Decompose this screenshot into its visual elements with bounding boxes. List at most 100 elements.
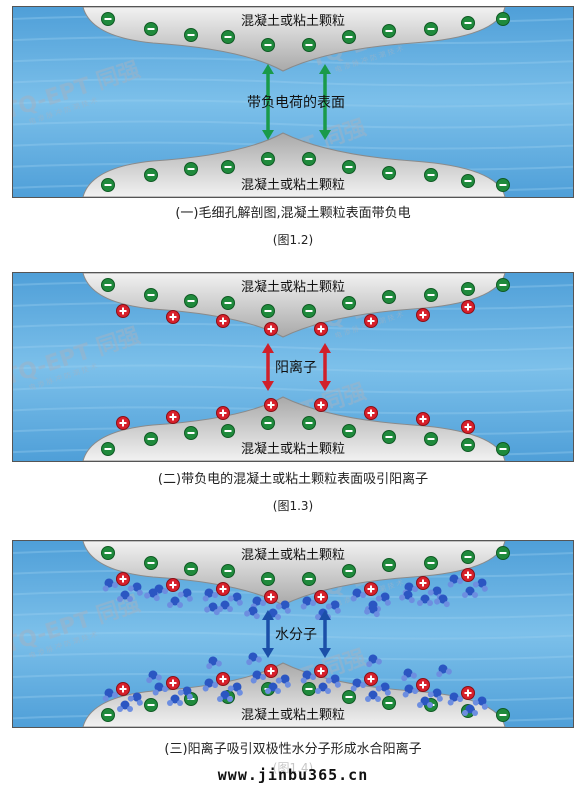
water-molecule-icon [250, 670, 267, 684]
center-label: 水分子 [275, 627, 317, 643]
negative-charge-icon [261, 416, 275, 430]
negative-charge-icon [496, 708, 510, 722]
water-molecule-icon [202, 678, 219, 692]
negative-charge-icon [144, 432, 158, 446]
negative-charge-icon [382, 430, 396, 444]
water-molecule-icon [462, 704, 478, 716]
figure-number-3: (图1.4) [272, 761, 314, 775]
capillary-diagram-1: TQ-EPT 同强电 渗 脉 冲 防 潮 技 术TQ-EPT 同强电 渗 脉 冲… [13, 7, 573, 197]
caption-3: (三)阳离子吸引双极性水分子形成水合阳离子 [164, 742, 422, 757]
water-molecule-icon [315, 682, 331, 694]
negative-charge-icon [184, 562, 198, 576]
positive-ion-icon [166, 310, 180, 324]
negative-charge-icon [342, 690, 356, 704]
water-molecule-icon [227, 592, 243, 606]
negative-charge-icon [221, 30, 235, 44]
negative-charge-icon [261, 38, 275, 52]
positive-ion-icon [461, 300, 475, 314]
water-molecule-icon [127, 692, 143, 706]
water-molecule-icon [177, 588, 193, 602]
positive-ion-icon [314, 322, 328, 336]
water-molecule-icon [244, 606, 260, 620]
capillary-diagram-2: TQ-EPT 同强电 渗 脉 冲 防 潮 技 术TQ-EPT 同强电 渗 脉 冲… [13, 273, 573, 461]
clay-label-top: 混凝土或粘土颗粒 [241, 547, 345, 563]
water-molecule-icon [365, 690, 381, 702]
positive-ion-icon [116, 682, 130, 696]
water-molecule-icon [399, 590, 415, 604]
negative-charge-icon [342, 564, 356, 578]
water-molecule-icon [265, 682, 281, 694]
clay-label-bottom: 混凝土或粘土颗粒 [241, 441, 345, 457]
water-molecule-icon [402, 684, 419, 698]
negative-charge-icon [342, 30, 356, 44]
positive-ion-icon [416, 576, 430, 590]
positive-ion-icon [264, 322, 278, 336]
negative-charge-icon [302, 152, 316, 166]
water-molecule-icon [117, 590, 133, 602]
negative-charge-icon [382, 166, 396, 180]
negative-charge-icon [184, 162, 198, 176]
caption-2: (二)带负电的混凝土或粘土颗粒表面吸引阳离子 [157, 472, 429, 487]
negative-charge-icon [144, 22, 158, 36]
positive-ion-icon [314, 398, 328, 412]
water-molecule-icon [167, 596, 183, 608]
negative-charge-icon [496, 442, 510, 456]
water-molecule-icon [447, 574, 464, 588]
water-ripple [13, 611, 573, 619]
negative-charge-icon [342, 160, 356, 174]
center-label: 阳离子 [275, 359, 317, 376]
clay-label-top: 混凝土或粘土颗粒 [241, 279, 345, 295]
water-molecule-icon [204, 602, 220, 616]
negative-charge-icon [261, 572, 275, 586]
negative-charge-icon [382, 696, 396, 710]
site-url-footer: www.jinbu365.cn [217, 766, 369, 784]
clay-label-bottom: 混凝土或粘土颗粒 [241, 177, 345, 193]
water-molecule-icon [217, 690, 233, 702]
clay-particle-bottom [82, 132, 506, 197]
diagram-panel-3: TQ-EPT 同强电 渗 脉 冲 防 潮 技 术TQ-EPT 同强电 渗 脉 冲… [12, 540, 574, 728]
double-arrow-icon [319, 610, 331, 658]
water-ripple [13, 631, 573, 640]
clay-label-top: 混凝土或粘土颗粒 [241, 13, 345, 29]
negative-charge-icon [101, 278, 115, 292]
negative-charge-icon [302, 38, 316, 52]
water-molecule-icon [325, 600, 341, 614]
water-molecule-icon [472, 578, 488, 592]
negative-charge-icon [144, 556, 158, 570]
negative-charge-icon [424, 288, 438, 302]
water-ripple [13, 652, 573, 661]
positive-ion-icon [216, 314, 230, 328]
water-molecule-icon [375, 682, 391, 696]
negative-charge-icon [184, 426, 198, 440]
water-ripple [13, 364, 573, 373]
negative-charge-icon [302, 572, 316, 586]
positive-ion-icon [416, 412, 430, 426]
negative-charge-icon [424, 22, 438, 36]
negative-charge-icon [424, 556, 438, 570]
negative-charge-icon [496, 278, 510, 292]
positive-ion-icon [216, 672, 230, 686]
negative-charge-icon [424, 168, 438, 182]
water-molecule-icon [146, 670, 162, 684]
capillary-diagram-3: TQ-EPT 同强电 渗 脉 冲 防 潮 技 术TQ-EPT 同强电 渗 脉 冲… [13, 541, 573, 727]
double-arrow-icon [262, 610, 274, 658]
water-molecule-icon [350, 678, 367, 692]
clay-particle-top [82, 7, 506, 72]
positive-ion-icon [364, 406, 378, 420]
positive-ion-icon [461, 686, 475, 700]
negative-charge-icon [461, 282, 475, 296]
positive-ion-icon [116, 416, 130, 430]
negative-charge-icon [496, 12, 510, 26]
negative-charge-icon [144, 288, 158, 302]
positive-ion-icon [364, 314, 378, 328]
positive-ion-icon [166, 676, 180, 690]
water-molecule-icon [472, 696, 488, 710]
water-molecule-icon [364, 604, 380, 618]
negative-charge-icon [261, 152, 275, 166]
water-ripple [13, 343, 573, 352]
water-molecule-icon [167, 694, 183, 706]
water-ripple [13, 99, 573, 108]
negative-charge-icon [101, 12, 115, 26]
negative-charge-icon [221, 160, 235, 174]
water-molecule-icon [275, 600, 291, 614]
